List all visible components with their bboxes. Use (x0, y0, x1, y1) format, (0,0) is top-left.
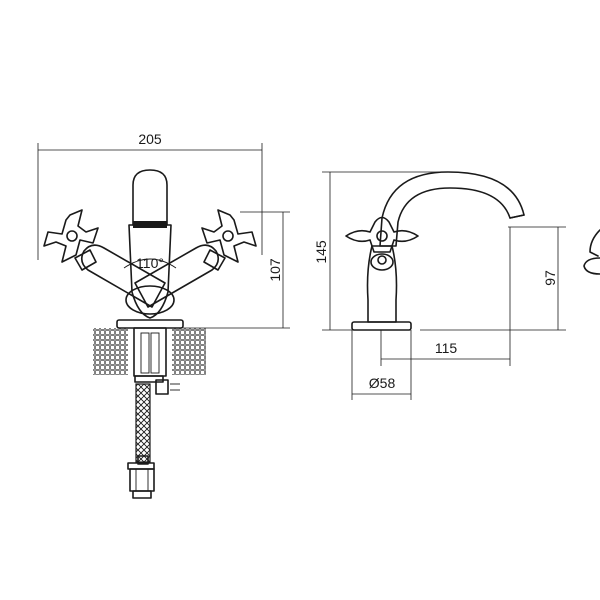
hub (125, 285, 175, 315)
hex-nut (127, 462, 155, 499)
front-height-dimension: 107 (183, 211, 290, 329)
spout-reach-dimension-label: 115 (435, 340, 458, 356)
total-height-dimension-label: 145 (313, 240, 329, 264)
width-dimension: 205 (37, 131, 263, 260)
left-handle-arm (74, 244, 166, 308)
side-view: 145 97 115 Ø58 (313, 171, 566, 400)
spout-height-dimension-label: 97 (542, 270, 558, 286)
side-spout (379, 171, 525, 247)
spout-height-dimension: 97 (420, 226, 566, 331)
front-view: 205 107 110° (37, 131, 290, 499)
base-diameter-dimension-label: Ø58 (369, 375, 396, 391)
side-cross-handle-icon (345, 216, 419, 271)
braided-hose (135, 383, 151, 465)
mounting-assembly (133, 327, 180, 395)
base-plate (116, 319, 184, 329)
left-cross-handle-icon (43, 209, 99, 263)
right-handle-arm (134, 244, 226, 308)
central-body (128, 224, 172, 319)
partial-view-fragment (583, 229, 600, 275)
total-height-dimension: 145 (313, 171, 450, 331)
mounting-block (93, 328, 206, 375)
side-body (366, 245, 398, 323)
angle-arc (123, 258, 177, 269)
right-cross-handle-icon (201, 209, 257, 263)
spout-reach-dimension: 115 (380, 227, 511, 366)
spout-front (132, 169, 168, 228)
side-base-plate (351, 321, 412, 331)
front-height-dimension-label: 107 (267, 258, 283, 282)
base-diameter-dimension: Ø58 (351, 330, 412, 400)
width-dimension-label: 205 (138, 131, 162, 147)
handle-angle-label: 110° (136, 255, 164, 271)
